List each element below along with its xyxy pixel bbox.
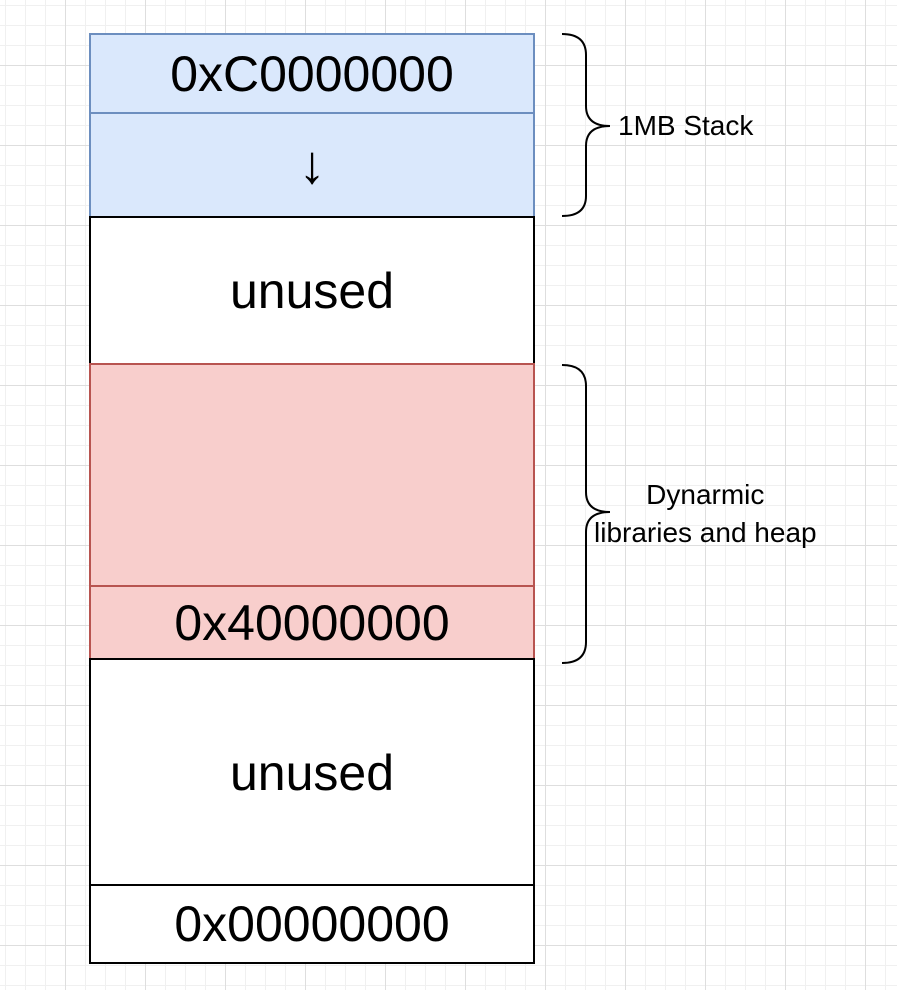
stack-top-address-block: 0xC0000000 bbox=[89, 33, 535, 114]
down-arrow-icon: ↓ bbox=[298, 135, 326, 195]
heap-base-address-block: 0x40000000 bbox=[89, 585, 535, 660]
heap-brace-label-line-1: Dynarmic bbox=[646, 479, 765, 510]
stack-brace bbox=[561, 33, 611, 217]
heap-brace-label: Dynarmic libraries and heap bbox=[594, 476, 817, 552]
stack-growth-block: ↓ bbox=[89, 112, 535, 218]
unused-low-label: unused bbox=[229, 744, 395, 801]
zero-address-block: 0x00000000 bbox=[89, 884, 535, 964]
unused-low-block: unused bbox=[89, 658, 535, 887]
unused-high-block: unused bbox=[89, 216, 535, 365]
unused-high-label: unused bbox=[229, 262, 395, 319]
heap-base-address-label: 0x40000000 bbox=[174, 594, 450, 651]
stack-top-address-label: 0xC0000000 bbox=[170, 45, 454, 102]
heap-brace-label-line-2: libraries and heap bbox=[594, 517, 817, 548]
stack-brace-label: 1MB Stack bbox=[618, 110, 754, 141]
heap-body-block bbox=[89, 363, 535, 587]
zero-address-label: 0x00000000 bbox=[174, 896, 450, 952]
